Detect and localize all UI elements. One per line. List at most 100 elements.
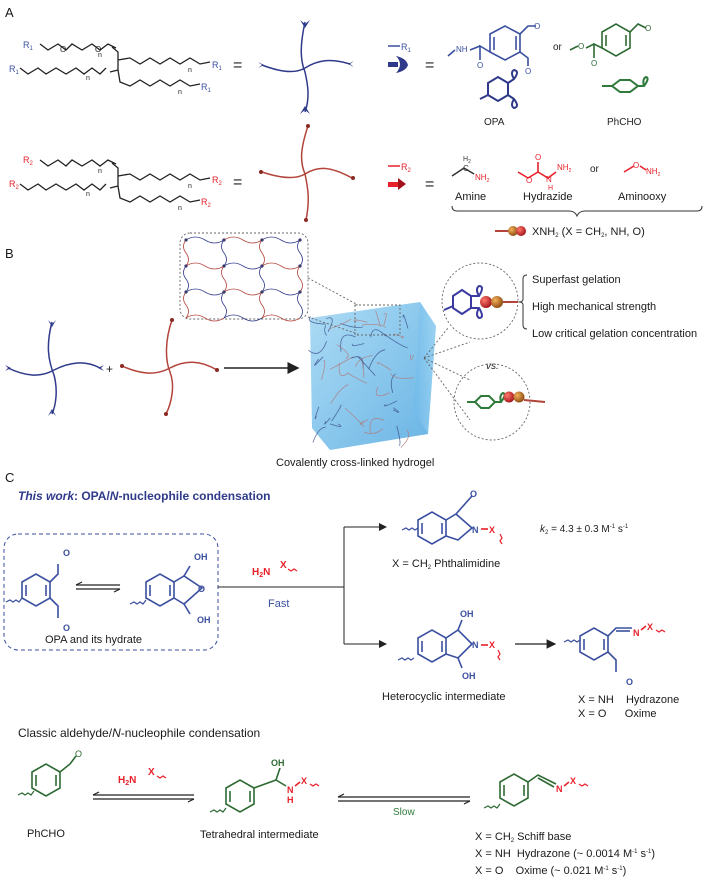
network-strand: [259, 265, 265, 293]
svg-text:OH: OH: [460, 609, 474, 619]
hydrogel-caption: Covalently cross-linked hydrogel: [276, 457, 434, 469]
svg-text:O: O: [477, 61, 483, 70]
equilibrium-arrows-classic: [92, 791, 195, 803]
network-strand: [297, 291, 303, 319]
opa-structure: O O: [5, 548, 70, 633]
opa-hydrate-structure: O OH OH: [129, 552, 211, 625]
svg-text:OH: OH: [271, 758, 285, 768]
network-strand: [261, 262, 301, 270]
svg-text:O: O: [526, 176, 532, 185]
network-strand: [183, 265, 189, 293]
network-strand: [297, 265, 303, 293]
svg-text:XNH2 (X = CH2, NH, O): XNH2 (X = CH2, NH, O): [532, 226, 645, 239]
gel-strand: [393, 333, 405, 338]
gel-strand: [324, 325, 327, 336]
equals-sign: =: [425, 57, 434, 74]
gel-strand: [351, 343, 365, 346]
heterocyclic-intermediate-structure: OH OH N X: [397, 609, 501, 681]
oxime-rate-caption: X = O Oxime (~ 0.021 M-1 s-1): [475, 865, 626, 877]
gel-strand: [340, 322, 364, 328]
hydrazone-caption: X = NH Hydrazone: [578, 694, 679, 706]
phcho-simplified-icon: [602, 75, 649, 93]
equals-sign: =: [233, 57, 242, 74]
red-star-reactant-icon: [120, 318, 219, 416]
panel-label-c: C: [5, 470, 14, 485]
network-strand: [221, 265, 227, 293]
plus-sign: +: [106, 362, 113, 376]
zoom-guide-line: [423, 357, 471, 381]
gel-strand: [377, 362, 392, 371]
gel-strand: [308, 341, 327, 354]
tetrahedral-caption: Tetrahedral intermediate: [200, 829, 319, 841]
network-strand: [261, 236, 301, 244]
phcho-structure: O: [17, 749, 82, 797]
fast-label: Fast: [268, 598, 289, 610]
gel-strand: [368, 349, 386, 370]
svg-text:O: O: [591, 59, 597, 68]
network-strand: [223, 236, 263, 244]
svg-text:NH2: NH2: [475, 173, 490, 184]
r2-definition: R2: [388, 162, 412, 190]
network-strand: [261, 314, 301, 322]
network-strand: [221, 291, 227, 319]
svg-text:X: X: [280, 560, 287, 571]
xnh2-legend: XNH2 (X = CH2, NH, O): [495, 226, 645, 239]
network-node: [184, 264, 188, 268]
hydrazone-rate-caption: X = NH Hydrazone (~ 0.0014 M-1 s-1): [475, 848, 655, 860]
network-strand: [223, 314, 263, 322]
gel-strand: [340, 334, 356, 352]
heterocyclic-caption: Heterocyclic intermediate: [382, 691, 506, 703]
gel-strand: [383, 333, 408, 349]
vs-label: vs.: [486, 361, 499, 372]
or-label: or: [553, 42, 563, 53]
aminooxy-structure: O NH2: [623, 161, 661, 178]
gel-strand: [330, 384, 349, 404]
gel-strand: [400, 429, 410, 448]
equilibrium-arrows: [75, 581, 121, 593]
gel-strand: [361, 361, 365, 378]
svg-text:NH2: NH2: [557, 163, 572, 174]
gel-strand: [312, 426, 326, 443]
or-label: or: [590, 164, 600, 175]
gel-strand: [390, 373, 414, 379]
gel-strand: [314, 356, 324, 366]
zoom-guide-line: [307, 277, 359, 306]
network-node: [222, 290, 226, 294]
opa-label: OPA: [484, 117, 505, 128]
svg-text:N: N: [287, 785, 294, 795]
network-strand: [259, 239, 265, 267]
nucleophile-reagent: H2N X: [252, 560, 298, 579]
r2-label: R2: [201, 197, 212, 209]
gel-strand: [357, 356, 376, 376]
network-strand: [185, 262, 225, 270]
zoom-guide-line: [423, 327, 449, 359]
blue-four-arm-star-icon: [258, 20, 354, 114]
svg-text:O: O: [626, 677, 633, 687]
svg-text:O: O: [63, 548, 70, 558]
gel-strand: [363, 428, 384, 435]
opa-crosslink-magnified: [441, 262, 519, 340]
amine-structure: H2 C NH2: [451, 156, 490, 184]
hydrazide-label: Hydrazide: [523, 191, 573, 203]
r2-label: R2: [212, 175, 223, 187]
svg-text:X: X: [489, 640, 495, 650]
rate-constant-opa: k2 = 4.3 ± 0.3 M-1 s-1: [540, 524, 629, 536]
zoom-guide-line: [423, 341, 471, 359]
repeat-n-label: n: [98, 168, 102, 175]
classic-condensation-title: Classic aldehyde/N-nucleophile condensat…: [18, 726, 260, 740]
phthalimidine-caption: X = CH2 Phthalimidine: [392, 558, 500, 571]
equilibrium-arrows-slow: [337, 793, 471, 805]
network-node: [298, 290, 302, 294]
svg-text:X: X: [301, 776, 307, 786]
svg-text:R1: R1: [401, 42, 412, 54]
peg-star-r1-structure: R1 R1 R1 R1 O O n n n n: [9, 40, 223, 96]
opa-hydrate-caption: OPA and its hydrate: [45, 634, 142, 646]
svg-text:H: H: [548, 185, 553, 192]
oxygen-label: O: [95, 45, 101, 54]
network-strand: [259, 291, 265, 319]
repeat-n-label: n: [188, 183, 192, 190]
panel-label-b: B: [5, 246, 14, 261]
gel-strand: [361, 323, 386, 328]
gel-strand: [369, 418, 385, 434]
